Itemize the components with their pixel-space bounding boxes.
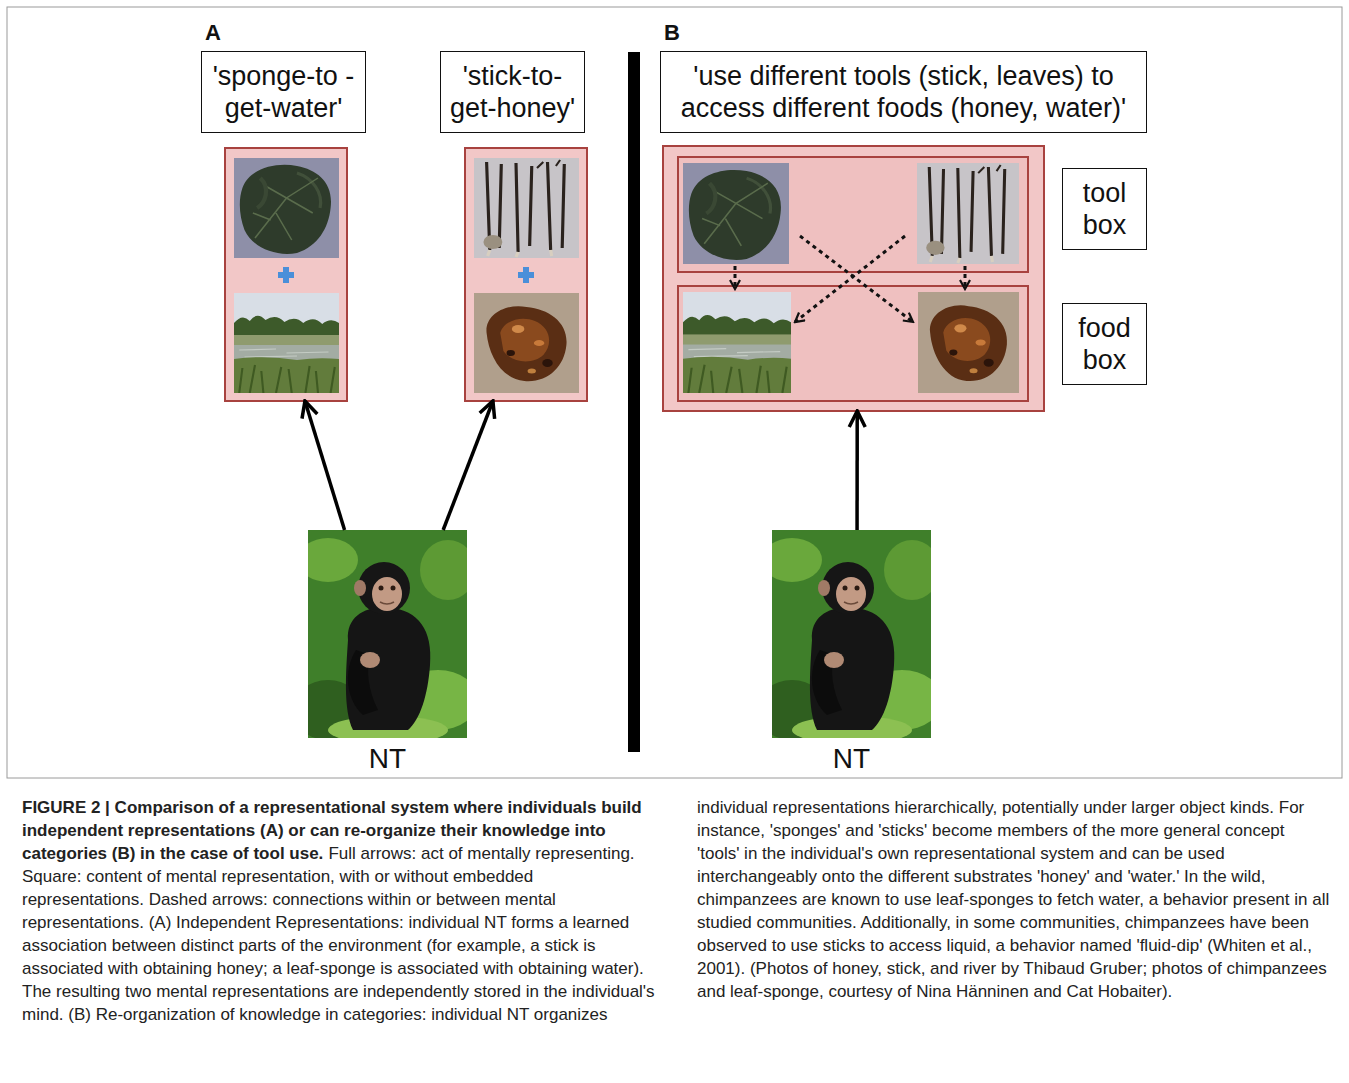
representation-label: 'sponge-to -get-water' <box>201 51 366 133</box>
representing-arrow <box>443 401 493 530</box>
panel-a-left <box>225 148 347 401</box>
representation-label: 'stick-to- get-honey' <box>440 51 585 133</box>
representation-box: 'stick-to- get-honey' <box>440 51 587 401</box>
panel-b-boxes <box>683 163 789 264</box>
food-row-box: food box <box>678 286 1028 401</box>
representing-arrow <box>855 411 859 530</box>
representing-arrow <box>305 401 345 530</box>
panel-label: A <box>205 20 221 45</box>
divider-bar <box>628 52 640 752</box>
panel-a-left <box>283 267 289 283</box>
row-label: food box <box>1062 303 1147 385</box>
panel-b-boxes <box>678 286 1028 401</box>
individual-label: NT <box>772 742 931 776</box>
dashed-connections <box>734 266 737 289</box>
category-label: 'use different tools (stick, leaves) to … <box>660 51 1147 133</box>
panel-a-left <box>225 148 347 401</box>
panel-b-boxes <box>678 157 1028 272</box>
panel-b-boxes <box>683 292 791 393</box>
panel-label-holder: B <box>664 20 680 46</box>
individual-label: NT <box>308 742 467 776</box>
panel-a-right <box>465 148 587 401</box>
category-box: 'use different tools (stick, leaves) to … <box>660 51 1147 411</box>
panel-a-right <box>474 158 579 258</box>
panel-b-boxes <box>663 146 1044 411</box>
chimp-photo-a <box>293 530 478 744</box>
panel-label: B <box>664 20 680 45</box>
figure-caption: FIGURE 2 | Comparison of a representatio… <box>22 796 1330 1026</box>
panel-b-boxes <box>918 292 1019 393</box>
individual-node: NT <box>772 530 931 776</box>
dashed-connections <box>735 236 965 322</box>
dashed-connections <box>800 236 913 322</box>
figure-border <box>7 7 1342 778</box>
panel-a-left <box>234 293 339 393</box>
representation-box: 'sponge-to -get-water' <box>201 51 366 401</box>
panel-a-right <box>474 293 579 393</box>
dashed-connections <box>795 236 905 322</box>
dashed-connections <box>964 266 967 289</box>
panel-a-right <box>523 267 529 283</box>
panel-a-right <box>465 148 587 401</box>
panel-b-boxes <box>917 163 1019 264</box>
panel-a-left <box>234 158 339 258</box>
panel-b-boxes <box>663 146 1044 411</box>
tool-row-box: tool box <box>678 157 1028 272</box>
chimp-photo-b <box>757 530 942 744</box>
panel-label-holder: A <box>205 20 221 46</box>
individual-node: NT <box>308 530 467 776</box>
row-label: tool box <box>1062 168 1147 250</box>
